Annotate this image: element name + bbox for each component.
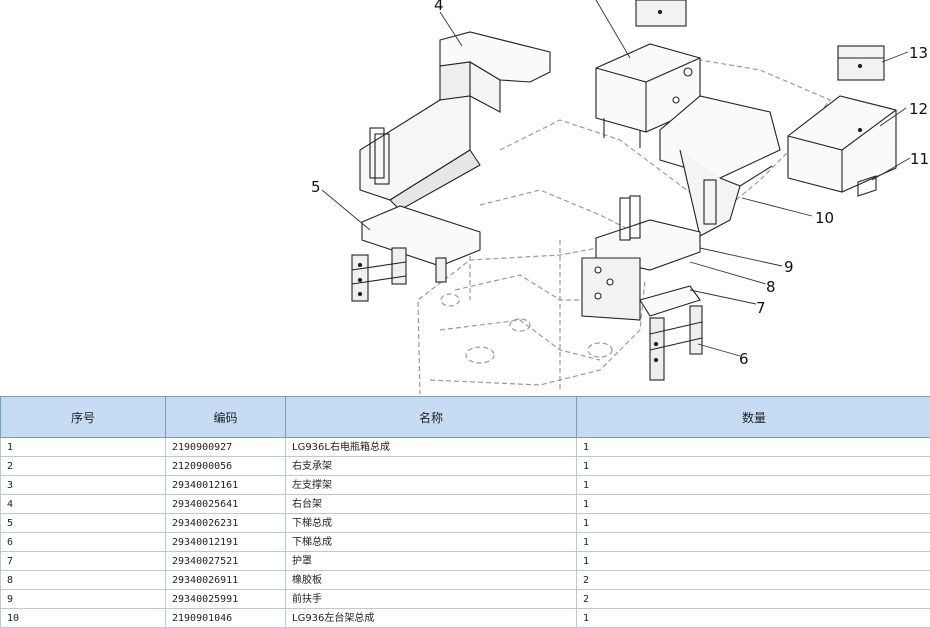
header-code: 编码 [166,397,286,438]
code-cell: 29340012161 [166,476,286,495]
quantity-cell: 2 [577,590,930,609]
index-cell: 2 [1,457,166,476]
quantity-cell: 1 [577,457,930,476]
quantity-cell: 1 [577,552,930,571]
table-header-row: 序号 编码 名称 数量 [1,397,930,438]
index-cell: 5 [1,514,166,533]
index-cell: 6 [1,533,166,552]
code-cell: 2190900927 [166,438,286,457]
part-4-right-platform [360,32,550,210]
quantity-cell: 1 [577,514,930,533]
index-cell: 3 [1,476,166,495]
code-cell: 2190901046 [166,609,286,628]
name-cell: 下梯总成 [286,533,577,552]
code-cell: 29340012191 [166,533,286,552]
name-cell: 右台架 [286,495,577,514]
quantity-cell: 1 [577,533,930,552]
code-cell: 29340025991 [166,590,286,609]
name-cell: LG936左台架总成 [286,609,577,628]
part-5-lower-ladder-left [352,206,480,301]
callout-4: 4 [434,0,444,14]
code-cell: 29340026911 [166,571,286,590]
name-cell: 橡胶板 [286,571,577,590]
name-cell: 右支承架 [286,457,577,476]
header-index: 序号 [1,397,166,438]
part-12-battery-box [788,46,896,192]
callout-13: 13 [909,44,928,62]
header-quantity: 数量 [577,397,930,438]
index-cell: 7 [1,552,166,571]
quantity-cell: 1 [577,438,930,457]
callout-8: 8 [766,278,776,296]
code-cell: 29340025641 [166,495,286,514]
callout-5: 5 [311,178,321,196]
index-cell: 4 [1,495,166,514]
callout-10: 10 [815,209,834,227]
code-cell: 29340026231 [166,514,286,533]
quantity-cell: 1 [577,476,930,495]
code-cell: 29340027521 [166,552,286,571]
quantity-cell: 1 [577,609,930,628]
callout-12: 12 [909,100,928,118]
index-cell: 10 [1,609,166,628]
quantity-cell: 1 [577,495,930,514]
callout-6: 6 [739,350,749,368]
exploded-assembly-diagram: 4 5 6 7 8 9 10 11 12 13 [0,0,930,394]
name-cell: LG936L右电瓶箱总成 [286,438,577,457]
name-cell: 下梯总成 [286,514,577,533]
part-6-9-right-ladder [582,196,702,380]
code-cell: 2120900056 [166,457,286,476]
name-cell: 护罩 [286,552,577,571]
header-name: 名称 [286,397,577,438]
callout-9: 9 [784,258,794,276]
callout-7: 7 [756,299,766,317]
name-cell: 前扶手 [286,590,577,609]
index-cell: 8 [1,571,166,590]
callout-11: 11 [910,150,929,168]
quantity-cell: 2 [577,571,930,590]
index-cell: 1 [1,438,166,457]
index-cell: 9 [1,590,166,609]
part-10-left-platform [660,96,780,236]
name-cell: 左支撑架 [286,476,577,495]
